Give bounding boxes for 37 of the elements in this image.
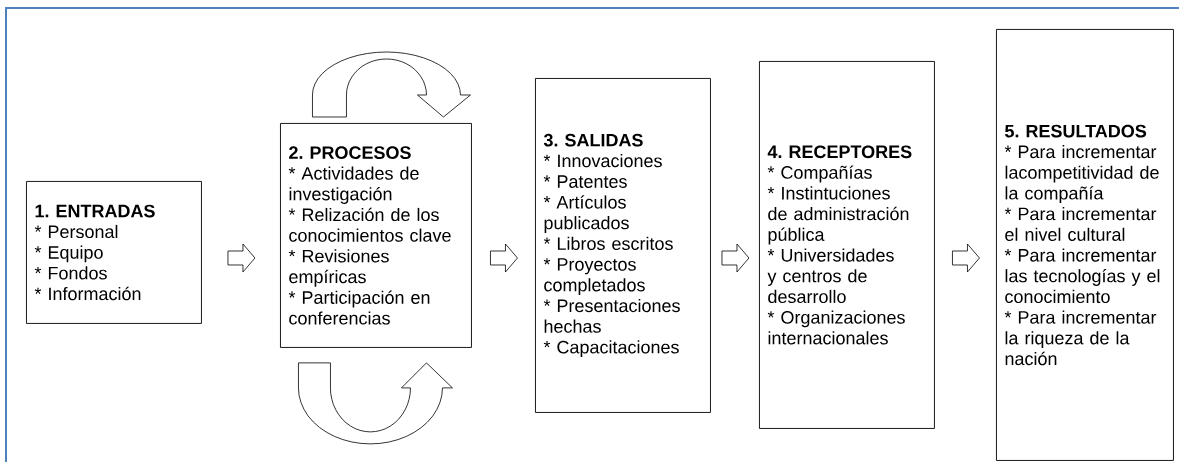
- list-item: * Relización de los conocimientos clave: [288, 207, 451, 242]
- list-item: * Innovaciones: [543, 154, 662, 168]
- list-item: * Participación en conferencias: [288, 290, 430, 325]
- list-item: * Para incrementar lacompetitividad de la compañía: [1004, 144, 1159, 204]
- box-heading: 4. RECEPTORES: [767, 145, 912, 159]
- list-item: * Actividades de investigación: [288, 166, 419, 204]
- block-arrow: [227, 243, 256, 273]
- list-item: * Libros escritos: [543, 236, 673, 251]
- list-item: * Compañías: [767, 165, 872, 183]
- list-item: * Información: [34, 286, 141, 301]
- list-item: * Para incrementar el nivel cultural: [1004, 207, 1157, 241]
- box-heading: 2. PROCESOS: [289, 146, 411, 159]
- stage-box: [26, 181, 202, 324]
- list-item: * Capacitaciones: [543, 340, 679, 358]
- block-arrow: [952, 243, 980, 273]
- block-arrow: [721, 243, 750, 273]
- block-arrow: [490, 243, 518, 273]
- list-item: * Para incrementar la riqueza de la nación: [1004, 310, 1157, 366]
- list-item: * Organizaciones internacionales: [767, 310, 905, 345]
- list-item: * Artículos publicados: [543, 195, 629, 233]
- box-heading: 5. RESULTADOS: [1005, 124, 1147, 138]
- list-item: * Presentaciones hechas: [543, 298, 680, 333]
- stage-box: [535, 78, 711, 413]
- list-item: * Personal: [34, 224, 118, 239]
- list-item: * Para incrementar las tecnologías y el conocimiento: [1004, 248, 1160, 304]
- list-item: * Instintuciones de administración pública: [767, 186, 909, 245]
- box-heading: 3. SALIDAS: [543, 133, 643, 147]
- list-item: * Revisiones empíricas: [288, 249, 389, 287]
- list-item: * Fondos: [34, 266, 107, 280]
- stage-box: [996, 29, 1174, 461]
- stage-box: [759, 61, 935, 429]
- list-item: * Equipo: [34, 245, 103, 263]
- stage-box: [280, 123, 472, 348]
- list-item: * Universidades y centros de desarrollo: [767, 248, 894, 304]
- list-item: * Patentes: [543, 175, 627, 188]
- list-item: * Proyectos completados: [543, 258, 645, 295]
- box-heading: 1. ENTRADAS: [35, 204, 155, 218]
